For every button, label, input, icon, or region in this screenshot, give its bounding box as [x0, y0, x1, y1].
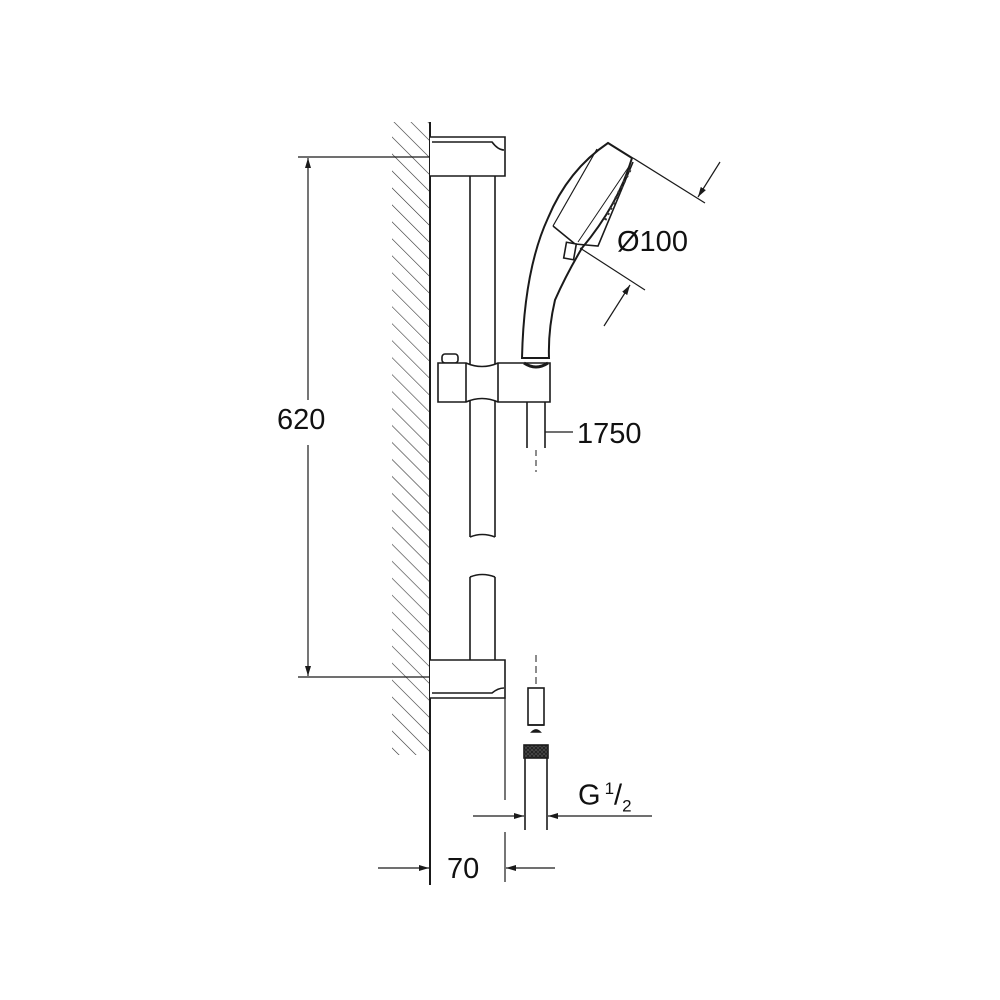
thread-letter: G: [578, 779, 601, 812]
rail-height-label: 620: [277, 404, 326, 436]
wall-distance-dimension: [378, 698, 555, 882]
diameter-dimension: [579, 157, 721, 327]
hose-connector: [523, 655, 549, 830]
thread-denominator: 2: [622, 796, 632, 816]
shower-hose: [526, 402, 546, 472]
head-diameter-label: Ø100: [617, 226, 688, 258]
wall: [392, 122, 431, 885]
shower-rail: [430, 136, 506, 699]
wall-distance-label: 70: [447, 853, 480, 885]
thread-numerator: 1: [604, 779, 615, 798]
hose-length-label: 1750: [577, 418, 642, 450]
height-dimension: [298, 156, 430, 678]
rail-slider: [437, 353, 551, 403]
hand-shower: [520, 141, 634, 359]
